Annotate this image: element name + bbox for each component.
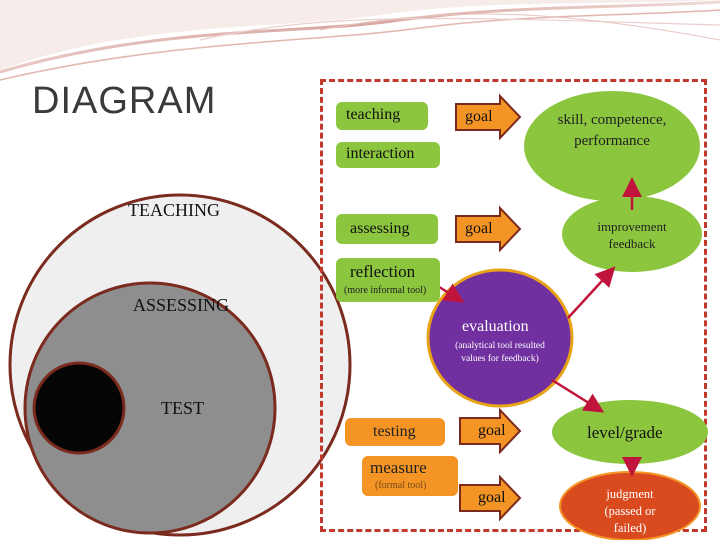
header-swirl-decoration: [0, 0, 720, 81]
measure-label: measure: [370, 458, 427, 477]
connector-evaluation-to-improvement: [567, 266, 616, 319]
improvement-ellipse: [562, 196, 702, 272]
level-ellipse: [552, 400, 708, 464]
goal-arrow-2: [455, 205, 522, 253]
goal-arrow-4: [459, 474, 522, 522]
improvement-label: improvement feedback: [597, 219, 667, 251]
teaching-label: teaching: [346, 106, 401, 123]
goal-label-1: goal: [465, 108, 493, 125]
goal-label-3: goal: [478, 422, 506, 439]
interaction-label: interaction: [346, 145, 415, 162]
skill-ellipse: [524, 91, 700, 201]
testing-box: [345, 418, 445, 446]
goal-label-4: goal: [478, 489, 506, 506]
goal-arrow-1: [455, 93, 522, 141]
skill-label: skill, competence, performance: [557, 112, 667, 149]
page-title: DIAGRAM: [32, 80, 217, 122]
teaching-circle-label: TEACHING: [128, 200, 220, 220]
testing-label: testing: [373, 423, 416, 440]
evaluation-circle: [426, 268, 574, 408]
judgment-label: judgment (passed or failed): [604, 487, 656, 535]
connector-evaluation-to-level: [551, 378, 605, 413]
goal-arrow-3: [459, 407, 522, 455]
teaching-box: [336, 102, 428, 130]
test-circle: [32, 361, 126, 455]
assessing-circle-label: ASSESSING: [133, 295, 230, 315]
dashed-frame: [320, 79, 707, 532]
nested-circles: [8, 193, 352, 537]
level-label: level/grade: [587, 423, 663, 442]
reflection-box: [336, 258, 440, 302]
assessing-label: assessing: [350, 220, 410, 237]
assessing-box: [336, 214, 438, 244]
reflection-note: (more informal tool): [344, 285, 427, 296]
interaction-box: [336, 142, 440, 168]
measure-box: [362, 456, 458, 496]
evaluation-note: (analytical tool resulted values for fee…: [455, 341, 545, 364]
measure-note: (formal tool): [375, 480, 427, 491]
evaluation-label: evaluation: [462, 318, 529, 335]
assessing-circle: [23, 281, 277, 535]
goal-label-2: goal: [465, 220, 493, 237]
test-circle-label: TEST: [161, 398, 204, 418]
reflection-label: reflection: [350, 262, 416, 281]
